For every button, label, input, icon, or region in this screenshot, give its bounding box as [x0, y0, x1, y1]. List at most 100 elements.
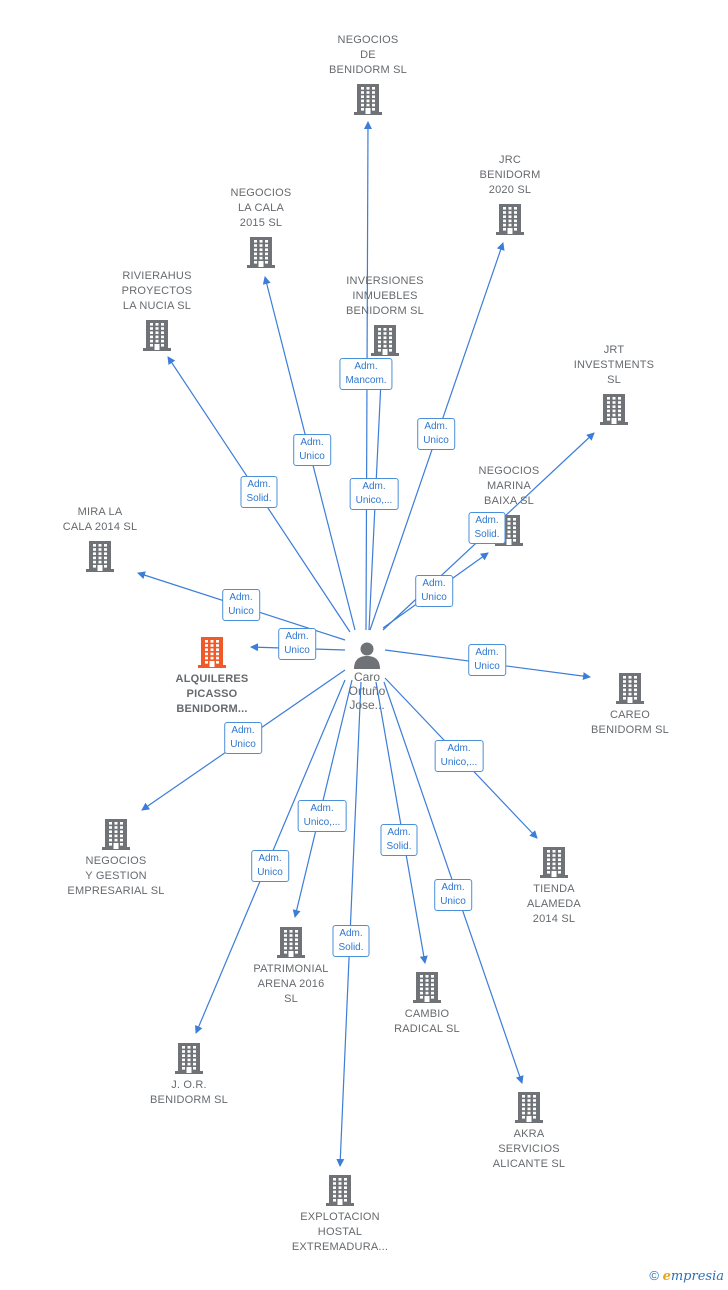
company-name-line: BENIDORM SL [591, 724, 669, 736]
building-icon [198, 637, 226, 668]
center-person-node[interactable]: Caro Ortuño Jose... [327, 640, 407, 712]
edge-label-negocios-marina-baixa[interactable]: Adm.Unico [415, 575, 453, 607]
edge-label-careo-benidorm[interactable]: Adm.Unico [468, 644, 506, 676]
edge-label-jrc-benidorm[interactable]: Adm.Unico [417, 418, 455, 450]
edge-label-jrt-investments[interactable]: Adm.Solid. [468, 512, 506, 544]
building-icon [371, 325, 399, 356]
company-name-line: BAIXA SL [484, 495, 534, 507]
company-name-line: JRC [499, 154, 521, 166]
edge-label-rivierahus[interactable]: Adm.Solid. [240, 476, 278, 508]
edge-label-line: Adm. [258, 853, 282, 864]
edge-label-negocios-la-cala[interactable]: Adm.Unico [293, 434, 331, 466]
company-name-line: DE [360, 49, 376, 61]
edge-label-patrimonial-arena[interactable]: Adm. Unico,... [297, 800, 347, 832]
footer-brand[interactable]: © empresia [649, 1268, 724, 1284]
person-name-line: Caro [353, 670, 380, 684]
company-name-line: BENIDORM [479, 169, 541, 181]
company-name: NEGOCIOS DE BENIDORM SL [293, 33, 443, 78]
company-node-negocios-de-benidorm[interactable]: NEGOCIOS DE BENIDORM SL [293, 33, 443, 115]
edge-label-line: Unico,... [303, 817, 341, 828]
company-name-line: NEGOCIOS [85, 855, 147, 867]
edge-patrimonial-arena [292, 679, 353, 918]
edge-label-negocios-de-benidorm[interactable]: Adm. Mancom. [339, 358, 393, 390]
edge-label-line: Adm. [354, 361, 378, 372]
company-node-negocios-y-gestion[interactable]: NEGOCIOS Y GESTION EMPRESARIAL SL [41, 818, 191, 899]
company-name-line: INVERSIONES [346, 275, 424, 287]
edge-label-jor-benidorm[interactable]: Adm.Unico [251, 850, 289, 882]
company-node-jor-benidorm[interactable]: J. O.R.BENIDORM SL [114, 1042, 264, 1108]
company-name-line: BENIDORM SL [329, 64, 407, 76]
logo-initial: e [662, 1269, 671, 1284]
company-name-line: NEGOCIOS [478, 465, 540, 477]
building-icon [496, 204, 524, 235]
edge-label-line: Adm. [475, 647, 499, 658]
edge-label-line: Solid. [246, 493, 272, 504]
company-name-line: RIVIERAHUS [122, 270, 192, 282]
edge-label-tienda-alameda[interactable]: Adm.Unico,... [434, 740, 484, 772]
company-name-line: CAMBIO [404, 1008, 450, 1020]
edge-label-line: Adm. [422, 578, 446, 589]
edge-label-line: Unico [440, 896, 466, 907]
company-name-line: SL [284, 993, 298, 1005]
edge-label-line: Mancom. [345, 375, 387, 386]
company-name: J. O.R.BENIDORM SL [114, 1078, 264, 1108]
edge-label-cambio-radical[interactable]: Adm.Solid. [380, 824, 418, 856]
company-node-cambio-radical[interactable]: CAMBIO RADICAL SL [352, 971, 502, 1037]
building-icon [413, 972, 441, 1003]
company-name-line: Y GESTION [85, 870, 147, 882]
company-name-line: MIRA LA [77, 506, 123, 518]
company-name-line: MARINA [487, 480, 531, 492]
edge-label-line: Adm. [310, 803, 334, 814]
company-name-line: NEGOCIOS [230, 187, 292, 199]
person-name-line: Jose... [349, 698, 385, 712]
company-name-line: AKRA [513, 1128, 545, 1140]
edge-label-mira-la-cala[interactable]: Adm.Unico [222, 589, 260, 621]
edge-label-akra-servicios[interactable]: Adm.Unico [434, 879, 472, 911]
edge-label-line: Unico [299, 451, 325, 462]
building-icon [277, 927, 305, 958]
company-name-line: 2015 SL [239, 217, 283, 229]
company-name-line: BENIDORM... [176, 703, 248, 715]
building-icon [326, 1175, 354, 1206]
edge-label-line: Unico [284, 645, 310, 656]
edge-label-line: Adm. [387, 827, 411, 838]
building-icon [600, 394, 628, 425]
edge-label-inversiones-inmuebles[interactable]: Adm.Unico,... [349, 478, 399, 510]
edge-label-line: Adm. [339, 928, 363, 939]
company-name-line: EMPRESARIAL SL [67, 885, 165, 897]
company-node-negocios-marina-baixa[interactable]: NEGOCIOS MARINA BAIXA SL [434, 464, 584, 546]
edge-label-line: Unico [423, 435, 449, 446]
edge-label-explotacion-hostal[interactable]: Adm.Solid. [332, 925, 370, 957]
company-name-line: PICASSO [186, 688, 238, 700]
edge-label-alquileres-picasso[interactable]: Adm.Unico [278, 628, 316, 660]
edge-label-line: Adm. [231, 725, 255, 736]
company-name-line: J. O.R. [171, 1079, 207, 1091]
edge-label-negocios-y-gestion[interactable]: Adm.Unico [224, 722, 262, 754]
company-name-line: NEGOCIOS [337, 34, 399, 46]
empresia-logo: empresia [663, 1269, 724, 1284]
edge-label-line: Solid. [474, 529, 500, 540]
company-name-line: BENIDORM SL [346, 305, 424, 317]
company-name-line: RADICAL SL [394, 1023, 460, 1035]
edge-label-line: Unico,... [355, 495, 393, 506]
company-name: NEGOCIOS Y GESTION EMPRESARIAL SL [41, 854, 191, 899]
person-icon [354, 642, 380, 669]
